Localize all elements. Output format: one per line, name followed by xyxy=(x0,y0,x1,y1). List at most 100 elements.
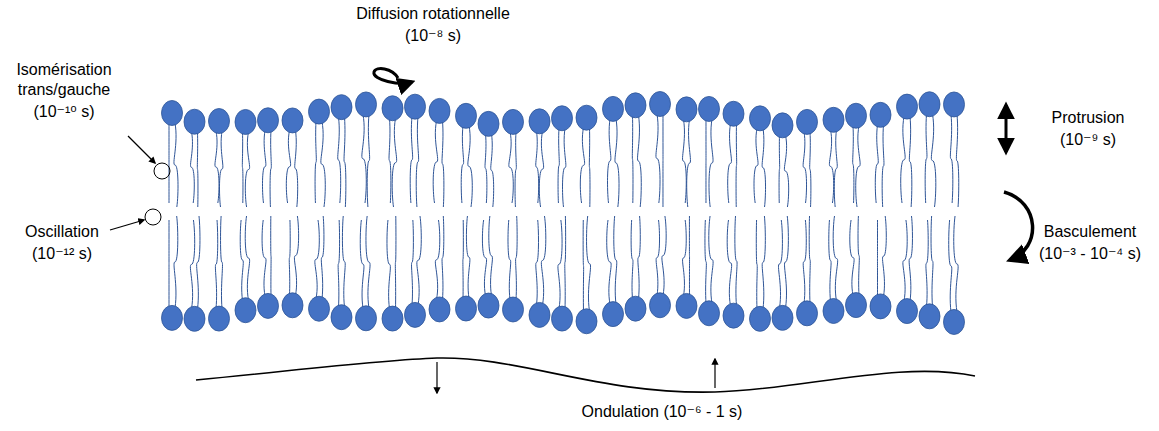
lipid-head xyxy=(723,303,744,328)
lipid-head xyxy=(478,293,499,318)
process-label: Oscillation xyxy=(25,222,99,242)
lipid-tail xyxy=(784,216,788,308)
lipid-tail xyxy=(462,220,463,299)
lipid-tail xyxy=(709,216,713,303)
lipid-head xyxy=(603,302,624,327)
lipid-tail xyxy=(491,134,494,207)
lipid-tail xyxy=(508,220,511,299)
lipid-tail xyxy=(949,220,952,312)
undulation-wave xyxy=(196,358,975,392)
lipid-head xyxy=(235,109,256,134)
lipid-tail xyxy=(466,216,469,299)
lipid-head xyxy=(429,297,450,322)
lipid-head xyxy=(235,298,256,323)
lipid-tail xyxy=(853,126,854,203)
lipid-head xyxy=(650,293,671,318)
lipid-head xyxy=(429,98,450,123)
lipid-tail xyxy=(489,216,493,296)
timescale-label: (10⁻³ - 10⁻⁴ s) xyxy=(1039,244,1141,264)
lipid-tail xyxy=(417,216,421,305)
lipid-head xyxy=(870,294,891,319)
lipid-head xyxy=(625,93,646,118)
lipid-tail xyxy=(762,216,765,309)
lipid-head xyxy=(897,299,918,324)
lipid-tail xyxy=(344,117,346,207)
lipid-tail xyxy=(270,216,271,296)
lipid-tail xyxy=(219,131,222,207)
lipid-tail xyxy=(850,220,854,295)
lipid-tail xyxy=(735,216,737,306)
lipid-tail xyxy=(683,220,687,296)
lipid-tail xyxy=(608,119,611,203)
lipid-tail xyxy=(197,132,199,207)
process-label: Protrusion xyxy=(1052,108,1125,128)
rotation-arrow xyxy=(374,69,412,84)
lipid-tail xyxy=(784,135,788,207)
lipid-tail xyxy=(245,216,249,300)
lipid-tail xyxy=(360,220,364,308)
lipid-tail xyxy=(583,220,584,311)
lipid-tail xyxy=(615,119,619,207)
lipid-tail xyxy=(442,121,444,207)
lipid-head xyxy=(676,293,697,318)
lipid-tail xyxy=(435,220,439,299)
lipid-tail xyxy=(169,123,170,203)
lipid-head xyxy=(405,94,426,119)
lipid-tail xyxy=(858,216,859,295)
lipid-tail xyxy=(433,121,437,203)
lipid-head xyxy=(478,111,499,136)
lipid-head xyxy=(772,305,793,330)
lipid-tail xyxy=(215,220,217,309)
lipid-tail xyxy=(366,216,370,308)
lipid-tail xyxy=(536,131,539,203)
lipid-tail xyxy=(321,122,325,207)
process-label: Diffusion rotationnelle xyxy=(356,4,510,24)
lipid-head xyxy=(750,106,771,131)
lipid-head xyxy=(184,306,205,331)
lipid-tail xyxy=(242,132,244,203)
lipid-head xyxy=(209,109,230,134)
lipid-tail xyxy=(779,135,781,203)
lipid-tail xyxy=(245,132,249,207)
lipid-tail xyxy=(931,216,933,306)
lipid-head xyxy=(503,109,524,134)
lipid-tail xyxy=(564,216,566,309)
lipid-tail xyxy=(762,128,765,207)
lipid-tail xyxy=(662,216,666,295)
lipid-tail xyxy=(342,216,345,307)
lipid-tail xyxy=(395,216,397,309)
lipid-tail xyxy=(833,216,837,301)
timescale-label: (10⁻¹⁰ s) xyxy=(33,102,94,122)
lipid-head xyxy=(258,108,279,133)
lipid-layer xyxy=(162,92,965,335)
lipid-head xyxy=(184,109,205,134)
protrusion-arrow xyxy=(1005,105,1008,152)
lipid-head xyxy=(797,109,818,134)
lipid-tail xyxy=(509,132,513,203)
lipid-tail xyxy=(689,216,690,296)
lipid-tail xyxy=(387,220,390,309)
lipid-tail xyxy=(221,216,223,309)
lipid-tail xyxy=(294,216,298,295)
lipid-head xyxy=(797,301,818,326)
lipid-tail xyxy=(632,115,634,203)
leader-line xyxy=(128,136,155,163)
lipid-tail xyxy=(338,117,341,203)
lipid-tail xyxy=(215,131,219,203)
lipid-tail xyxy=(174,216,178,308)
lipid-tail xyxy=(638,115,642,207)
lipid-head xyxy=(258,293,279,318)
lipid-head xyxy=(405,302,426,327)
lipid-head xyxy=(723,101,744,126)
lipid-tail xyxy=(931,114,935,207)
process-label: Basculement xyxy=(1044,222,1137,242)
oscillation-marker xyxy=(145,209,161,225)
lipid-tail xyxy=(803,132,806,203)
timescale-label: Ondulation (10⁻⁶ - 1 s) xyxy=(582,402,743,422)
lipid-head xyxy=(944,309,965,334)
lipid-head xyxy=(603,96,624,121)
lipid-head xyxy=(846,293,867,318)
lipid-tail xyxy=(197,216,200,309)
lipid-head xyxy=(331,95,352,120)
